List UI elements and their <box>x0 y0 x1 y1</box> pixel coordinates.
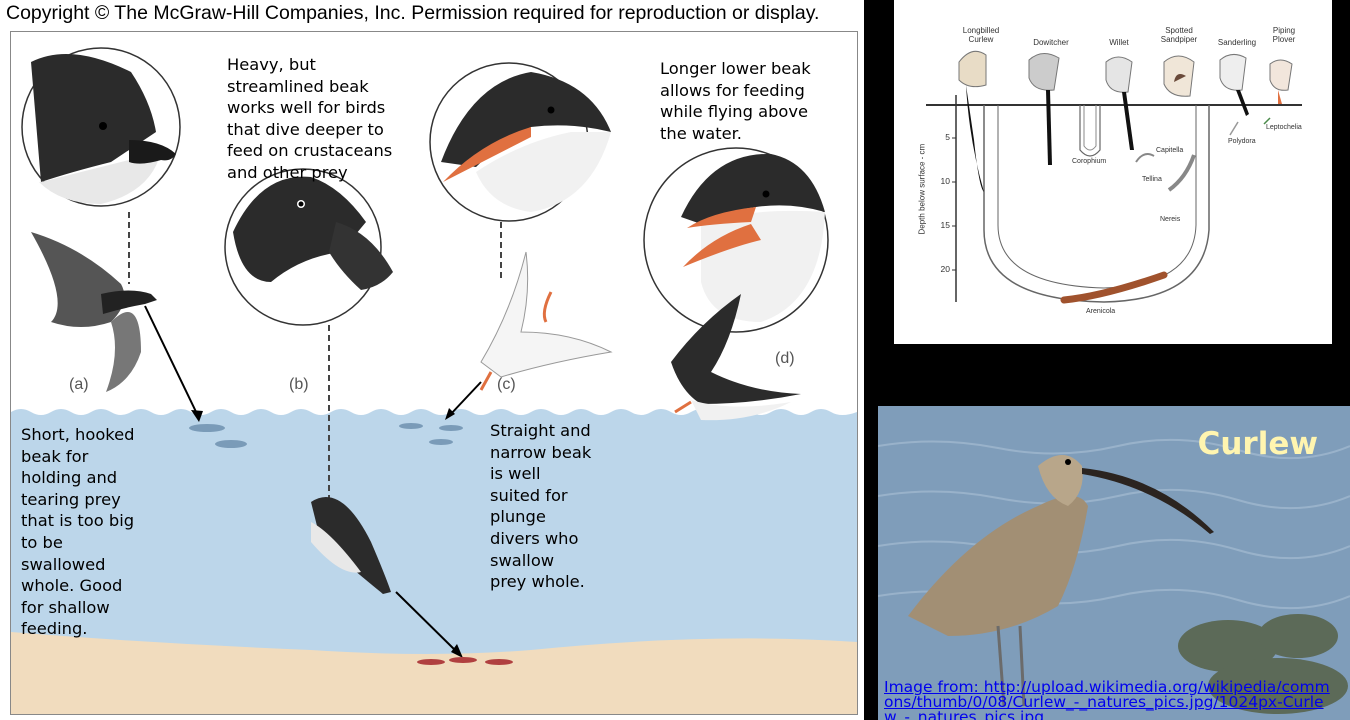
depth-tick-20: 20 <box>940 264 950 274</box>
prey-fish <box>189 423 463 448</box>
panel-letter-b: (b) <box>289 376 309 393</box>
rocks <box>1178 614 1348 714</box>
shorebird-depth-diagram: Longbilled Curlew Dowitcher Willet Spott… <box>894 0 1332 344</box>
dowitcher-head-icon <box>1028 53 1060 165</box>
bird-a <box>31 232 157 392</box>
prey-label-leptochelia: Leptochelia <box>1266 124 1302 131</box>
prey-label-tellina: Tellina <box>1142 176 1162 183</box>
depth-tick-15: 15 <box>940 220 950 230</box>
bird-label-dowitcher: Dowitcher <box>1033 38 1069 47</box>
panel-letter-d: (d) <box>775 350 795 367</box>
prey-label-capitella: Capitella <box>1156 147 1184 154</box>
panel-letter-c: (c) <box>497 376 516 393</box>
piping-plover-head-icon <box>1269 59 1293 104</box>
bird-b <box>311 497 391 594</box>
seafloor-sand <box>11 632 857 714</box>
prey-label-nereis: Nereis <box>1160 216 1181 223</box>
willet-head-icon <box>1105 56 1134 150</box>
depth-tick-5: 5 <box>945 132 950 142</box>
curlew-photo-svg <box>878 406 1350 720</box>
panel-letter-a: (a) <box>69 376 89 393</box>
curlew-head-icon <box>958 50 987 192</box>
bird-label-curlew: Longbilled Curlew <box>962 26 1000 44</box>
copyright-notice: Copyright © The McGraw-Hill Companies, I… <box>6 2 820 24</box>
curlew-title: Curlew <box>1197 426 1318 462</box>
seafloor-shrimp <box>417 657 513 665</box>
beak-closeup-a <box>21 47 181 207</box>
prey-label-polydora: Polydora <box>1228 138 1256 145</box>
prey-label-arenicola: Arenicola <box>1086 308 1116 315</box>
depth-axis-label: Depth below surface - cm <box>917 143 927 235</box>
bird-label-spotted-sandpiper: Spotted Sandpiper <box>1160 26 1198 44</box>
curlew-photo: Curlew Image from: http://upload.wikimed… <box>878 406 1350 720</box>
caption-longer-lower-beak: Longer lower beak allows for feeding whi… <box>660 59 811 143</box>
bird-c <box>479 251 613 391</box>
prey-label-corophium: Corophium <box>1072 158 1107 165</box>
bird-label-piping-plover: Piping Plover <box>1272 26 1296 44</box>
caption-straight-beak: Straight and narrow beak is well suited … <box>490 421 592 592</box>
seabird-beak-figure: Copyright © The McGraw-Hill Companies, I… <box>0 0 864 720</box>
beak-closeup-b <box>224 168 393 326</box>
sanderling-head-icon <box>1219 54 1249 116</box>
illustration-svg <box>11 47 857 714</box>
shorebird-svg <box>926 50 1302 304</box>
beak-closeup-c <box>429 62 611 222</box>
curlew-bird <box>908 455 1214 707</box>
bird-label-sanderling: Sanderling <box>1217 38 1257 47</box>
beak-closeup-d <box>643 147 829 333</box>
depth-tick-10: 10 <box>940 176 950 186</box>
bird-label-willet: Willet <box>1109 38 1129 47</box>
image-credit-link[interactable]: Image from: http://upload.wikimedia.org/… <box>884 678 1330 720</box>
spotted-sandpiper-head-icon <box>1163 55 1195 97</box>
caption-hooked-beak: Short, hooked beak for holding and teari… <box>21 425 135 639</box>
bird-d <box>671 294 801 421</box>
water-area <box>11 409 857 714</box>
illustration-plate: (a) (b) (c) (d) <box>10 31 858 715</box>
caption-heavy-beak: Heavy, but streamlined beak works well f… <box>227 55 393 182</box>
